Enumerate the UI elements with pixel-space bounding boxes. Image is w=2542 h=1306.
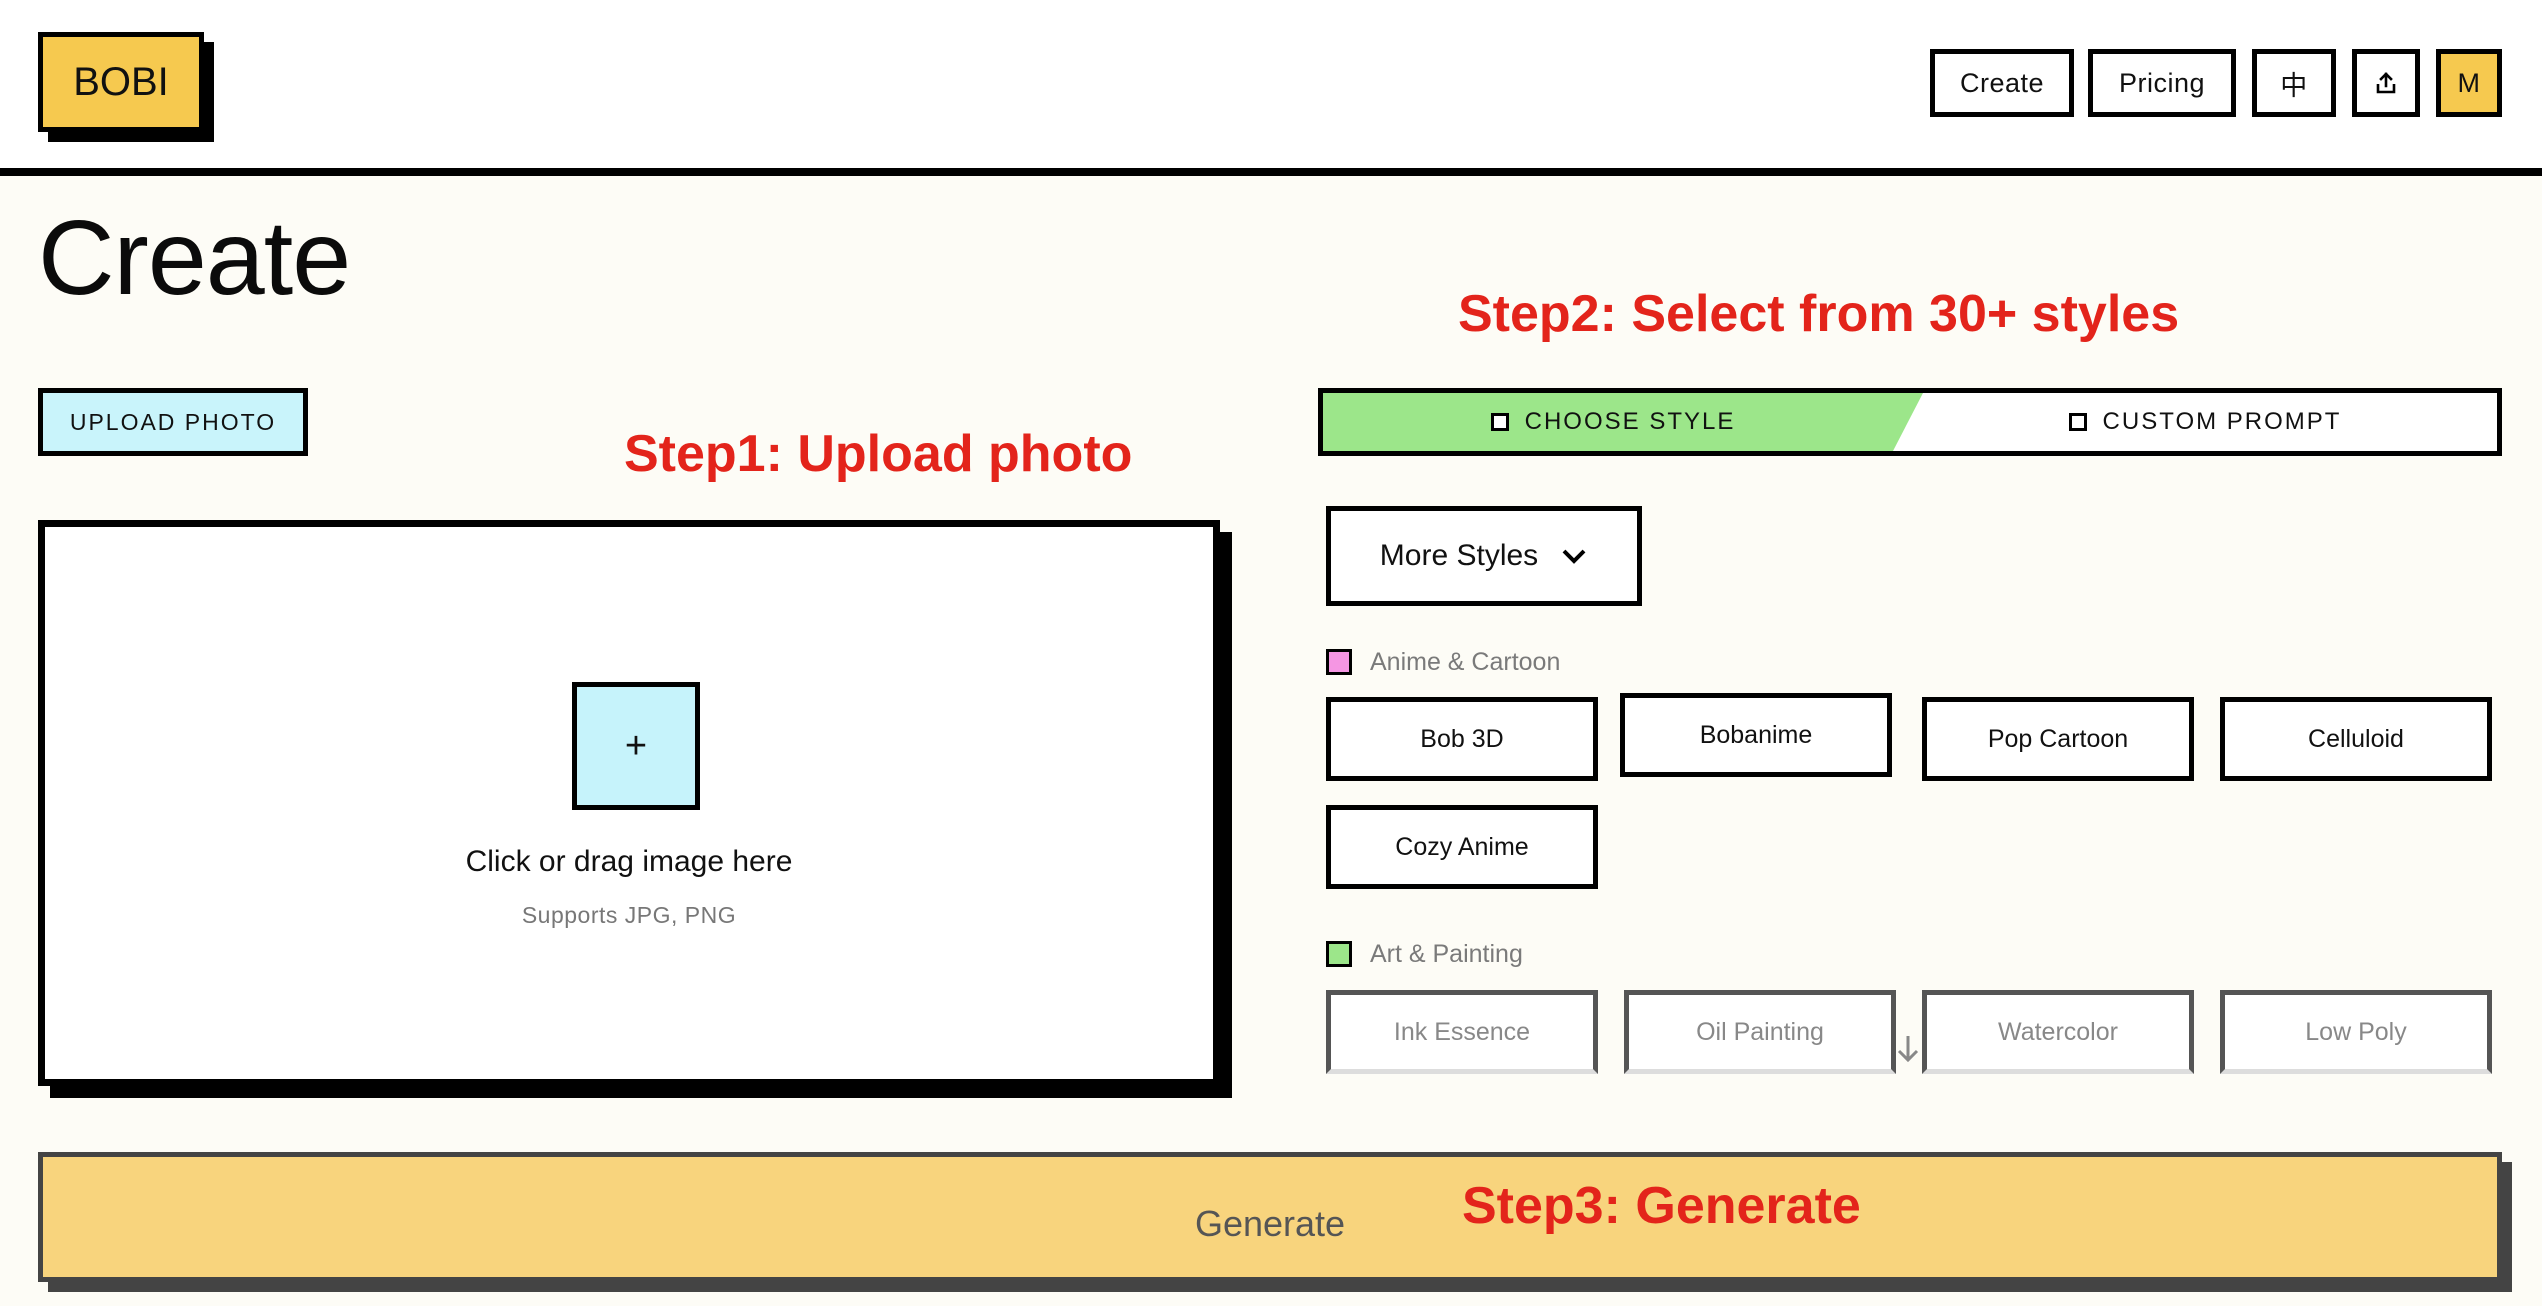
category-label: Art & Painting [1370,939,1523,968]
tab-choose-style[interactable]: CHOOSE STYLE [1323,393,1903,451]
image-dropzone[interactable]: + Click or drag image here Supports JPG,… [38,520,1220,1086]
active-tab-highlight [1323,393,1923,451]
more-styles-dropdown[interactable]: More Styles [1326,506,1642,606]
logo[interactable]: BOBI [38,32,204,132]
category-label: Anime & Cartoon [1370,647,1561,676]
generate-button[interactable]: Generate [38,1152,2502,1282]
category-art-painting: Art & Painting [1326,939,1523,969]
scroll-down-arrow-icon [1897,1036,1919,1063]
supported-formats-text: Supports JPG, PNG [521,902,737,928]
tab-choose-style-label: CHOOSE STYLE [1524,408,1736,435]
generate-label: Generate [1194,1203,1346,1244]
more-styles-label: More Styles [1379,539,1539,572]
nav-pricing-button[interactable]: Pricing [2088,49,2236,117]
step2-annotation: Step2: Select from 30+ styles [1458,285,2180,343]
style-celluloid[interactable]: Celluloid [2220,697,2492,781]
style-ink-essence[interactable]: Ink Essence [1326,990,1598,1074]
share-button[interactable] [2352,49,2420,117]
tab-custom-prompt-label: CUSTOM PROMPT [2102,408,2342,435]
tab-custom-prompt[interactable]: CUSTOM PROMPT [1913,393,2497,451]
language-toggle-button[interactable]: 中 [2252,49,2336,117]
square-icon [1490,413,1509,431]
category-color-swatch [1326,941,1352,967]
category-anime-cartoon: Anime & Cartoon [1326,647,1560,677]
style-mode-toggle: CHOOSE STYLE CUSTOM PROMPT [1318,388,2502,456]
chevron-down-icon [1562,549,1586,564]
square-icon [2068,413,2087,431]
style-pop-cartoon[interactable]: Pop Cartoon [1922,697,2194,781]
style-watercolor[interactable]: Watercolor [1922,990,2194,1074]
step3-annotation: Step3: Generate [1462,1177,1861,1235]
step1-annotation: Step1: Upload photo [624,425,1133,483]
top-header: BOBI Create Pricing 中 M [0,0,2542,176]
style-bobanime[interactable]: Bobanime [1620,693,1892,777]
style-low-poly[interactable]: Low Poly [2220,990,2492,1074]
avatar[interactable]: M [2436,49,2502,117]
upload-photo-tab[interactable]: UPLOAD PHOTO [38,388,308,456]
style-cozy-anime[interactable]: Cozy Anime [1326,805,1598,889]
nav-create-button[interactable]: Create [1930,49,2074,117]
share-icon [2376,72,2396,94]
category-color-swatch [1326,649,1352,675]
dropzone-instruction: Click or drag image here [465,845,793,878]
style-bob-3d[interactable]: Bob 3D [1326,697,1598,781]
page-title: Create [38,199,351,317]
style-oil-painting[interactable]: Oil Painting [1624,990,1896,1074]
add-image-button[interactable]: + [572,682,700,810]
plus-icon: + [624,724,648,767]
